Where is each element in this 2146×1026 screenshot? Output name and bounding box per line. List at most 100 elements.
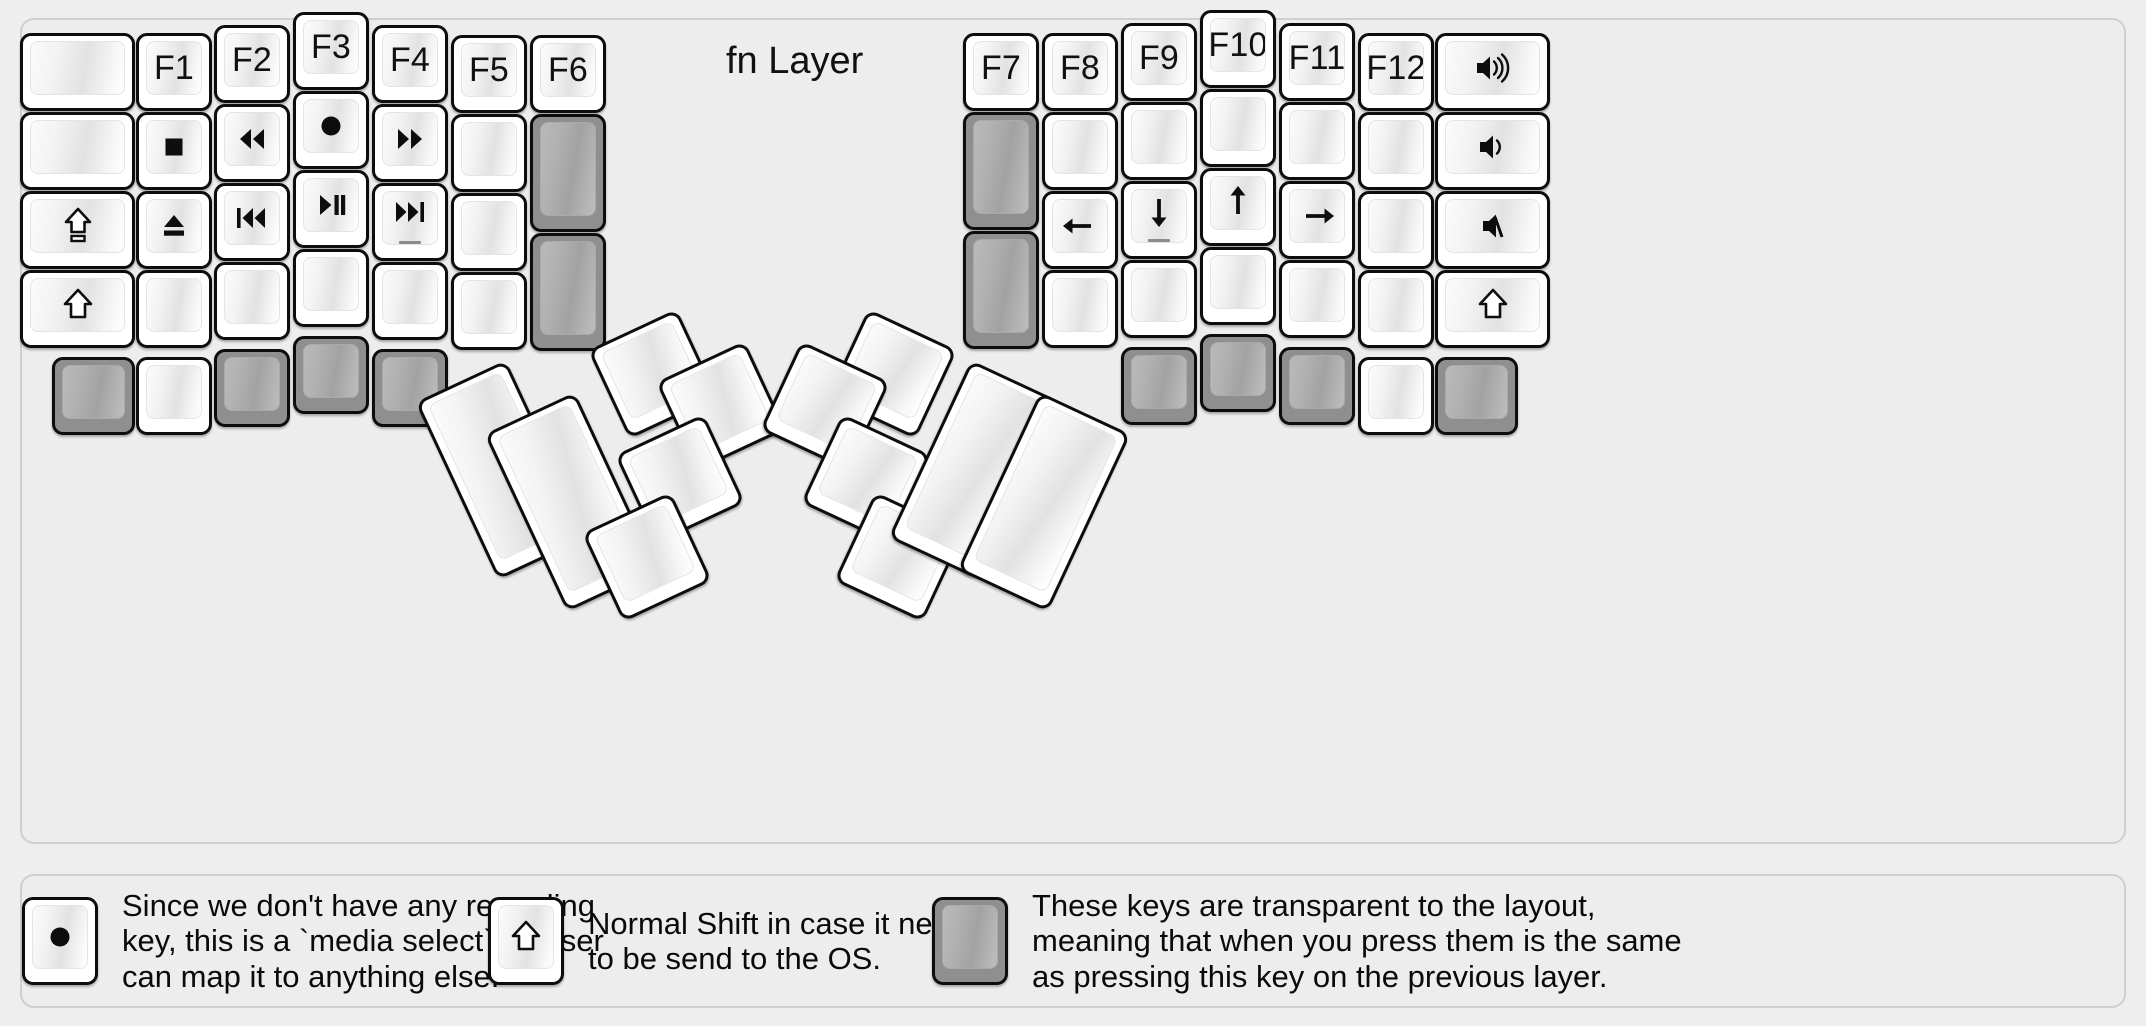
- keycap-text-label: F9: [1138, 39, 1180, 77]
- left-col-inner-key-3[interactable]: [530, 233, 606, 351]
- right-col-index-key-1[interactable]: F9: [1121, 23, 1197, 101]
- right-col-pinky-key-1[interactable]: F12: [1358, 33, 1434, 111]
- right-col-ring-key-2[interactable]: [1279, 102, 1355, 180]
- prev-track-icon: [232, 198, 272, 238]
- keycap-face: [461, 201, 517, 255]
- right-col-middle-key-4[interactable]: [1200, 247, 1276, 325]
- left-col-pinky-outer-key-1[interactable]: [20, 33, 135, 111]
- rewind-icon: [232, 119, 272, 159]
- keycap-face: [540, 241, 596, 335]
- left-col-index-key-1[interactable]: F4: [372, 25, 448, 103]
- left-col-pinky-outer-key-5[interactable]: [52, 357, 135, 435]
- keycap-face: [303, 257, 359, 311]
- left-col-index-inner-key-2[interactable]: [451, 114, 527, 192]
- right-col-index-key-5[interactable]: [1121, 347, 1197, 425]
- keycap-face: F5: [461, 43, 517, 97]
- keycap-icon-label: [232, 119, 272, 159]
- right-col-ring-key-4[interactable]: [1279, 260, 1355, 338]
- left-col-ring-key-2[interactable]: [214, 104, 290, 182]
- right-col-inner-key-1[interactable]: F7: [963, 33, 1039, 111]
- right-col-index-inner-key-1[interactable]: F8: [1042, 33, 1118, 111]
- keycap-icon-label: [311, 185, 351, 225]
- left-col-pinky-outer-key-4[interactable]: [20, 270, 135, 348]
- right-col-index-key-3[interactable]: [1121, 181, 1197, 259]
- right-col-index-inner-key-3[interactable]: [1042, 191, 1118, 269]
- right-col-pinky-outer-key-5[interactable]: [1435, 357, 1518, 435]
- right-col-pinky-outer-key-3[interactable]: [1435, 191, 1550, 269]
- legend-panel: [20, 874, 2126, 1008]
- left-col-index-key-5[interactable]: [372, 349, 448, 427]
- keycap-icon-label: [1473, 48, 1513, 88]
- right-col-pinky-key-5[interactable]: [1358, 357, 1434, 435]
- keycap-face: [382, 191, 438, 245]
- keycap-face: [146, 120, 202, 174]
- keycap-face: [540, 122, 596, 216]
- left-col-index-key-2[interactable]: [372, 104, 448, 182]
- right-col-index-inner-key-2[interactable]: [1042, 112, 1118, 190]
- play-pause-icon: [311, 185, 351, 225]
- right-col-pinky-outer-key-2[interactable]: [1435, 112, 1550, 190]
- left-col-inner-key-2[interactable]: [530, 114, 606, 232]
- volume-mute-icon: [1473, 206, 1513, 246]
- stop-icon: [154, 127, 194, 167]
- left-col-middle-key-5[interactable]: [293, 336, 369, 414]
- right-col-middle-key-2[interactable]: [1200, 89, 1276, 167]
- right-col-pinky-key-4[interactable]: [1358, 270, 1434, 348]
- keycap-face: [1210, 342, 1266, 396]
- right-col-ring-key-1[interactable]: F11: [1279, 23, 1355, 101]
- keycap-icon-label: [1473, 127, 1513, 167]
- left-col-pinky-key-1[interactable]: F1: [136, 33, 212, 111]
- keycap-face: [224, 270, 280, 324]
- left-col-inner-key-1[interactable]: F6: [530, 35, 606, 113]
- left-col-index-inner-key-1[interactable]: F5: [451, 35, 527, 113]
- right-col-inner-key-3[interactable]: [963, 231, 1039, 349]
- left-col-middle-key-3[interactable]: [293, 170, 369, 248]
- keycap-text-label: F6: [547, 51, 589, 89]
- left-col-ring-key-3[interactable]: [214, 183, 290, 261]
- right-col-pinky-outer-key-1[interactable]: [1435, 33, 1550, 111]
- keycap-face: [1210, 255, 1266, 309]
- left-col-pinky-key-2[interactable]: [136, 112, 212, 190]
- left-col-index-inner-key-4[interactable]: [451, 272, 527, 350]
- page-title: fn Layer: [726, 40, 864, 82]
- left-col-pinky-outer-key-2[interactable]: [20, 112, 135, 190]
- keycap-text-wrap: F10: [1211, 28, 1265, 62]
- right-col-ring-key-3[interactable]: [1279, 181, 1355, 259]
- left-col-middle-key-1[interactable]: F3: [293, 12, 369, 90]
- left-col-index-inner-key-3[interactable]: [451, 193, 527, 271]
- keycap-text-wrap: F11: [1290, 41, 1344, 75]
- right-col-middle-key-3[interactable]: [1200, 168, 1276, 246]
- right-col-pinky-outer-key-4[interactable]: [1435, 270, 1550, 348]
- left-col-index-key-3[interactable]: [372, 183, 448, 261]
- keycap-text-wrap: F5: [469, 53, 509, 87]
- right-col-index-key-2[interactable]: [1121, 102, 1197, 180]
- left-col-pinky-key-4[interactable]: [136, 270, 212, 348]
- keycap-text-label: F2: [231, 41, 273, 79]
- left-col-ring-key-5[interactable]: [214, 349, 290, 427]
- right-col-middle-key-5[interactable]: [1200, 334, 1276, 412]
- left-col-middle-key-2[interactable]: [293, 91, 369, 169]
- left-col-ring-key-1[interactable]: F2: [214, 25, 290, 103]
- left-col-pinky-key-5[interactable]: [136, 357, 212, 435]
- right-col-index-inner-key-4[interactable]: [1042, 270, 1118, 348]
- left-col-ring-key-4[interactable]: [214, 262, 290, 340]
- left-col-index-key-4[interactable]: [372, 262, 448, 340]
- keycap-text-wrap: F1: [154, 51, 194, 85]
- keycap-icon-label: [1473, 206, 1513, 246]
- right-col-pinky-key-3[interactable]: [1358, 191, 1434, 269]
- right-col-ring-key-5[interactable]: [1279, 347, 1355, 425]
- shift-icon: [1473, 285, 1513, 325]
- right-col-middle-key-1[interactable]: F10: [1200, 10, 1276, 88]
- keycap-face: F12: [1368, 41, 1424, 95]
- left-col-pinky-outer-key-3[interactable]: [20, 191, 135, 269]
- keycap-face: [303, 99, 359, 153]
- right-col-pinky-key-2[interactable]: [1358, 112, 1434, 190]
- right-col-inner-key-2[interactable]: [963, 112, 1039, 230]
- keycap-face: [1052, 120, 1108, 174]
- right-col-index-key-4[interactable]: [1121, 260, 1197, 338]
- left-col-middle-key-4[interactable]: [293, 249, 369, 327]
- record-icon: [40, 917, 80, 957]
- keycap-icon-label: [154, 127, 194, 167]
- left-col-pinky-key-3[interactable]: [136, 191, 212, 269]
- keycap-face: [224, 112, 280, 166]
